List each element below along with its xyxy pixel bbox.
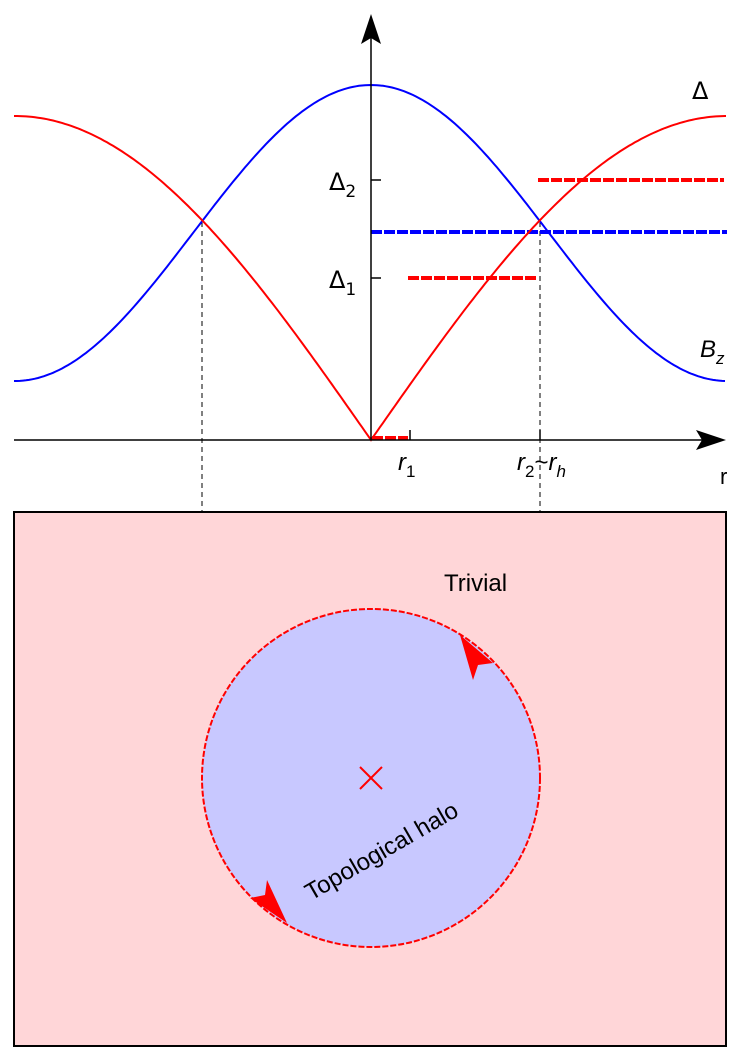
delta-2-label: Δ2 bbox=[329, 168, 356, 202]
profile-plot: Δ Δ2 Δ1 Bz r1 r2~rh r bbox=[14, 14, 727, 778]
bz-label: Bz bbox=[700, 336, 725, 368]
boundary-arrowhead-icon-bottom bbox=[250, 880, 287, 923]
delta-curve bbox=[14, 115, 726, 442]
bz-curve bbox=[14, 83, 726, 382]
x-cross-icon bbox=[359, 766, 383, 790]
delta-1-label: Δ1 bbox=[329, 266, 356, 300]
delta-curve-label: Δ bbox=[692, 77, 709, 105]
r-axis-label: r bbox=[720, 464, 727, 489]
y-axis-arrowhead-icon bbox=[361, 14, 381, 44]
r2-rh-label: r2~rh bbox=[517, 449, 566, 481]
x-axis-arrowhead-icon bbox=[696, 430, 726, 450]
boundary-arrowhead-icon-top bbox=[460, 635, 493, 680]
trivial-label: Trivial bbox=[444, 570, 507, 597]
real-space-panel: Trivial Topological halo bbox=[13, 511, 727, 1047]
r1-label: r1 bbox=[398, 449, 415, 481]
